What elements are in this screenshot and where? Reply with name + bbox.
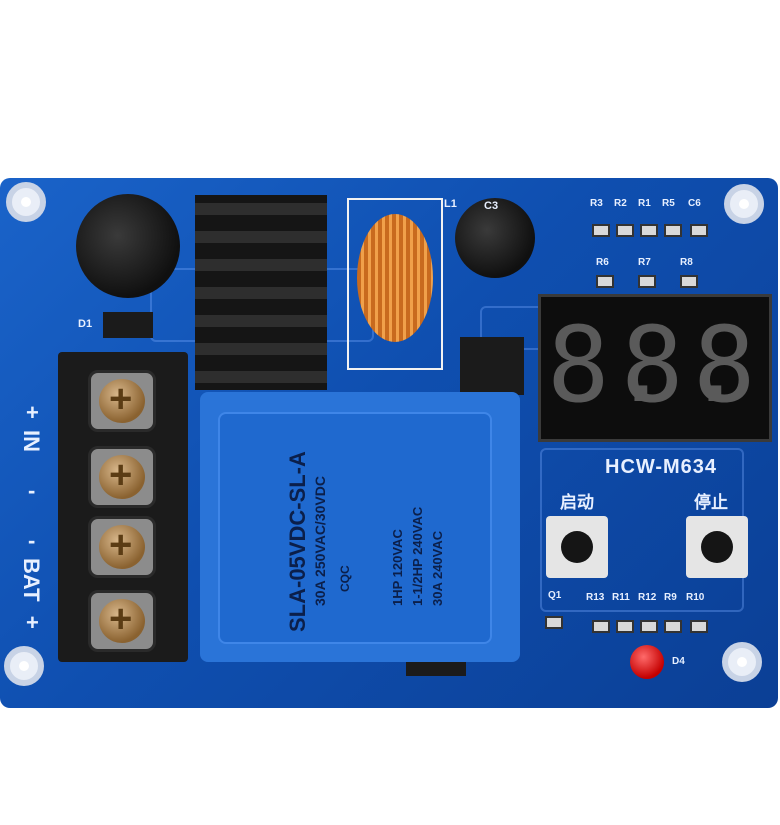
stop-label: 停止 — [694, 493, 728, 512]
capacitor-c1 — [76, 194, 180, 298]
terminal-label-minus-1: - — [28, 478, 36, 503]
screw-terminal[interactable] — [88, 516, 156, 578]
relay-rating-line4: 30A 240VAC — [430, 530, 445, 606]
model-label: HCW-M634 — [605, 456, 718, 478]
relay-rating-line2: 1HP 120VAC — [390, 529, 405, 606]
mounting-hole-top-left — [6, 182, 46, 222]
smd-resistor — [596, 275, 614, 288]
relay-model-text: SLA-05VDC-SL-A — [285, 451, 310, 632]
screw-terminal[interactable] — [88, 446, 156, 508]
label-r9: R9 — [664, 592, 677, 603]
smd-resistor — [592, 224, 610, 237]
terminal-label-plus-top: + — [26, 400, 39, 425]
terminal-label-plus-bottom: + — [26, 610, 39, 635]
smd-resistor — [616, 620, 634, 633]
relay-rating-line1: 30A 250VAC/30VDC — [312, 476, 328, 606]
display-digit: 8. — [621, 304, 747, 426]
label-q1: Q1 — [548, 590, 562, 601]
start-button[interactable] — [546, 516, 608, 578]
label-r7: R7 — [638, 257, 651, 268]
smd-resistor — [592, 620, 610, 633]
label-r13: R13 — [586, 592, 605, 603]
label-r10: R10 — [686, 592, 705, 603]
stop-button[interactable] — [686, 516, 748, 578]
ic-chip — [460, 337, 524, 395]
capacitor-c3 — [455, 198, 535, 278]
mounting-hole-bottom-right — [722, 642, 762, 682]
led-indicator — [630, 645, 664, 679]
label-d1: D1 — [78, 318, 93, 330]
screw-terminal[interactable] — [88, 370, 156, 432]
display-digit: 8. — [547, 304, 673, 426]
label-r5: R5 — [662, 198, 675, 209]
label-r3: R3 — [590, 198, 603, 209]
display-digit: 8. — [693, 304, 780, 426]
terminal-label-bat: BAT — [19, 558, 44, 602]
label-c6: C6 — [688, 198, 701, 209]
smd-resistor — [616, 224, 634, 237]
smd-capacitor — [690, 224, 708, 237]
label-d4: D4 — [672, 656, 685, 667]
mounting-hole-top-right — [724, 184, 764, 224]
label-r2: R2 — [614, 198, 627, 209]
label-r12: R12 — [638, 592, 657, 603]
screw-terminal-block — [58, 352, 188, 662]
inductor-l1 — [347, 198, 443, 370]
smd-resistor — [640, 620, 658, 633]
screw-terminal[interactable] — [88, 590, 156, 652]
heatsink — [195, 195, 327, 390]
diode-d1 — [103, 312, 153, 338]
terminal-label-in: IN — [19, 430, 44, 452]
smd-resistor — [638, 275, 656, 288]
label-l1: L1 — [444, 198, 457, 210]
mounting-hole-bottom-left — [4, 646, 44, 686]
relay-rating-line3: 1-1/2HP 240VAC — [410, 506, 425, 606]
seven-segment-display: 8. 8. 8. — [538, 294, 780, 442]
label-c3: C3 — [484, 200, 499, 212]
label-r11: R11 — [612, 592, 630, 603]
terminal-label-minus-2: - — [28, 528, 36, 553]
start-label: 启动 — [560, 493, 594, 512]
relay: SLA-05VDC-SL-A 30A 250VAC/30VDC CQC 1HP … — [200, 392, 520, 662]
smd-transistor — [545, 616, 563, 629]
smd-resistor — [664, 620, 682, 633]
smd-resistor — [640, 224, 658, 237]
label-r8: R8 — [680, 257, 693, 268]
smd-resistor — [680, 275, 698, 288]
relay-logo: CQC — [338, 565, 352, 592]
smd-resistor — [664, 224, 682, 237]
label-r6: R6 — [596, 257, 609, 268]
label-r1: R1 — [638, 198, 651, 209]
smd-resistor — [690, 620, 708, 633]
